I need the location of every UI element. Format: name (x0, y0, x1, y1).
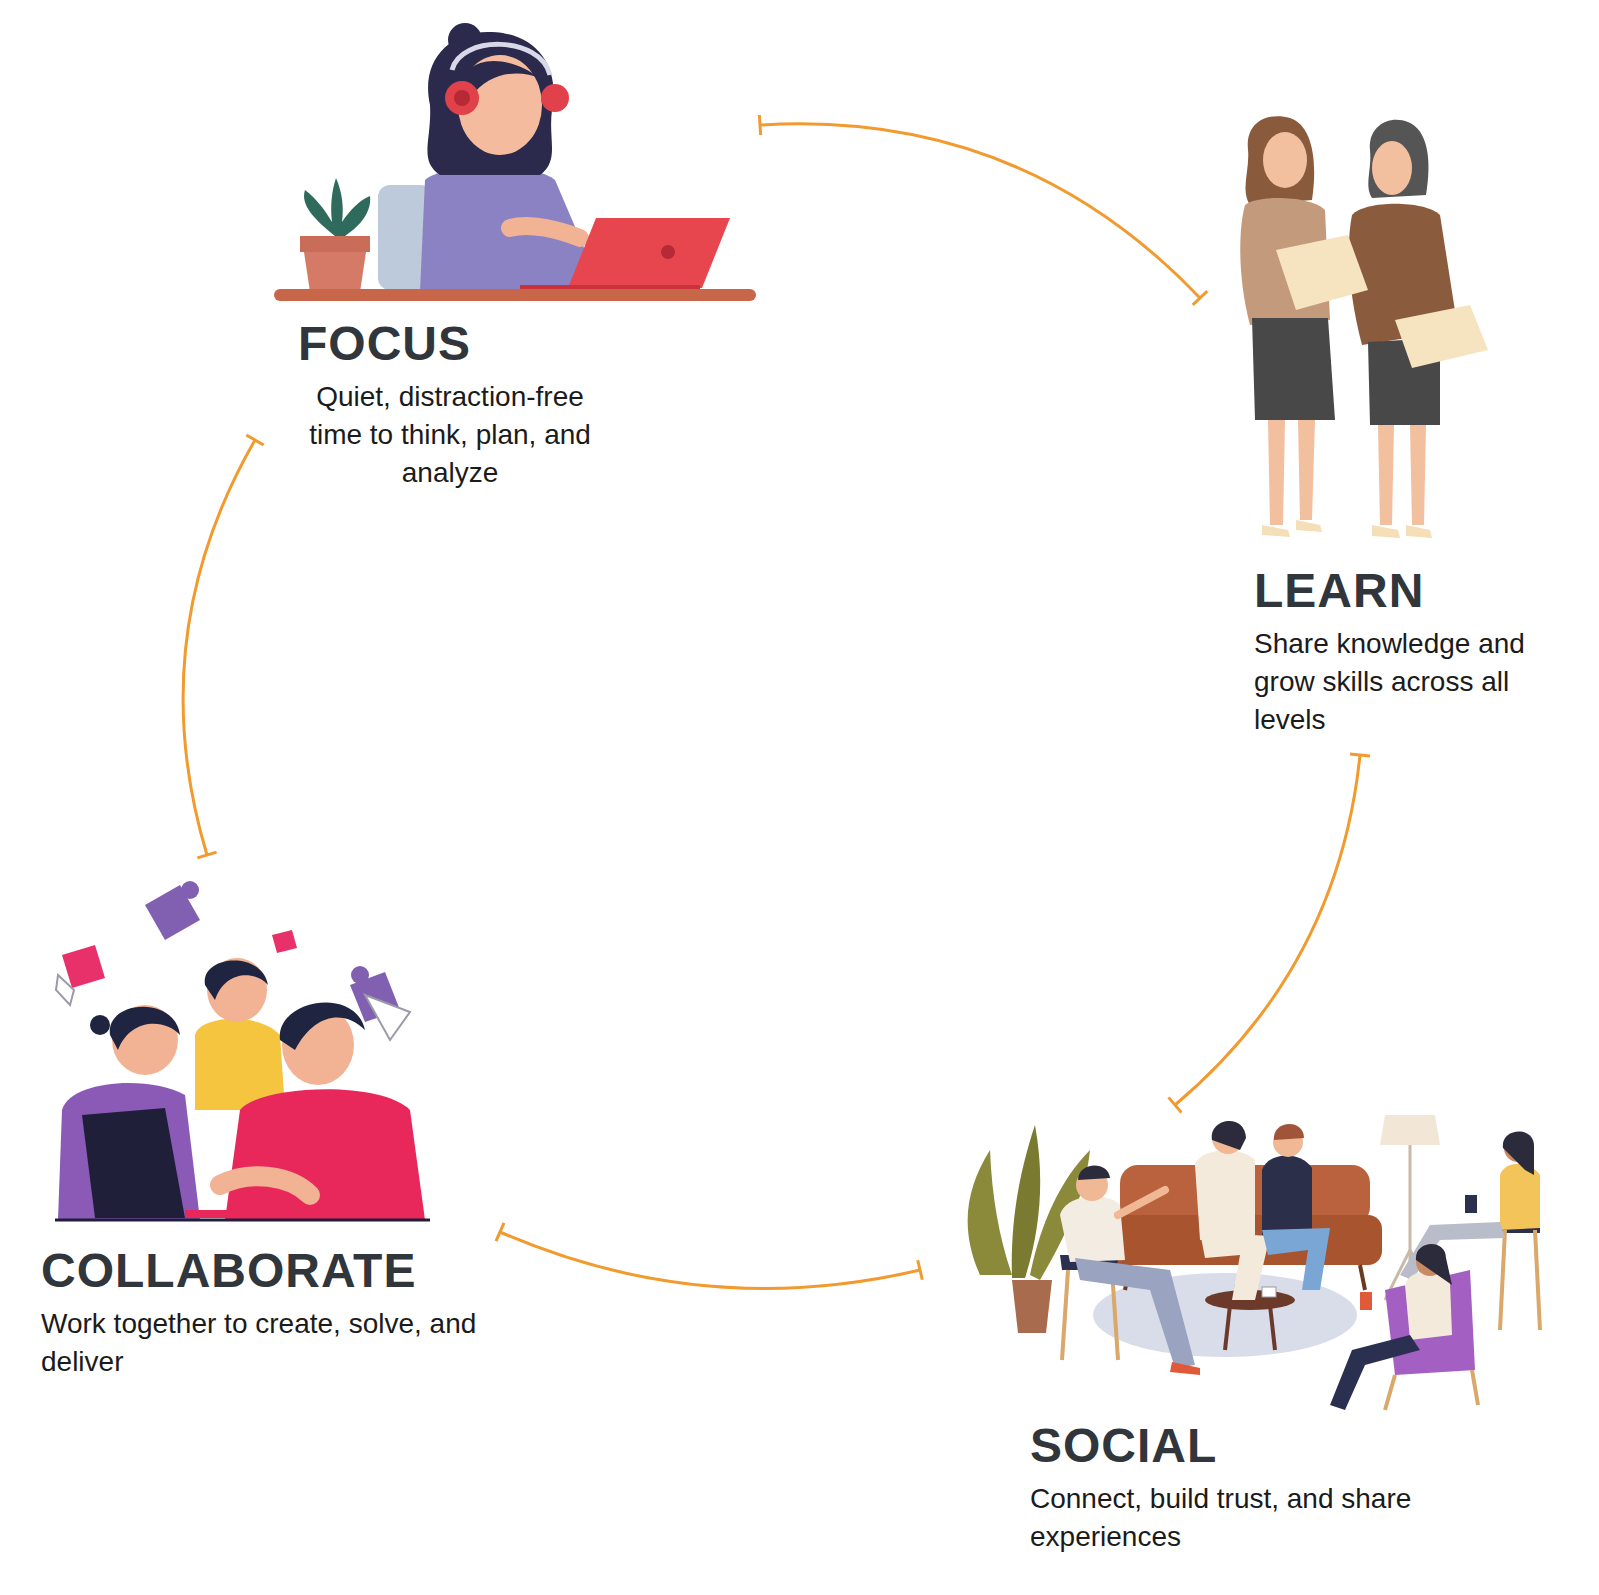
focus-illustration-part (454, 90, 470, 106)
collaborate-illustration-part (58, 1083, 200, 1220)
learn-illustration-part (1410, 425, 1426, 525)
social-illustration-part (1212, 1121, 1246, 1150)
learn-illustration-part (1378, 425, 1394, 525)
collaborate-illustration (55, 881, 430, 1220)
focus-illustration-part (510, 226, 580, 238)
learn-illustration-part (1406, 525, 1432, 538)
focus-illustration-part (445, 81, 479, 115)
collaborate-illustration-part (55, 1219, 430, 1222)
social-illustration-part (1062, 1270, 1068, 1360)
social-illustration-part (1012, 1280, 1052, 1333)
social-illustration-part (1170, 1362, 1200, 1375)
focus-illustration-part (427, 32, 553, 175)
learn-illustration-part (1245, 116, 1314, 205)
learn-illustration-part (1262, 525, 1290, 537)
social-illustration-part (1380, 1115, 1440, 1145)
collaborate-illustration-part (220, 1176, 310, 1195)
stage-title: SOCIAL (1030, 1420, 1570, 1472)
cycle-connector (183, 440, 255, 855)
stage-node: SOCIAL Connect, build trust, and share ex… (920, 1105, 1570, 1575)
collaborate-illustration-part (181, 881, 199, 899)
stage-description: Work together to create, solve, and deli… (41, 1305, 481, 1381)
social-illustration-part (1360, 1292, 1372, 1310)
stage-title: LEARN (1254, 565, 1545, 617)
collaborate-illustration-part (62, 945, 105, 988)
stage-node: FOCUS Quiet, distraction-free time to thi… (255, 20, 760, 504)
focus-illustration-part (274, 289, 756, 301)
learn-illustration-part (1372, 141, 1412, 195)
stage-node: LEARN Share knowledge and grow skills acr… (1200, 105, 1545, 755)
learn-illustration-part (1263, 132, 1307, 188)
collaborate-illustration-part (82, 1108, 185, 1218)
social-illustration-part (1405, 1272, 1452, 1340)
social-illustration-part (1416, 1244, 1452, 1285)
social-illustration-part (1195, 1150, 1255, 1240)
social-illustration-part (1270, 1305, 1275, 1350)
social-illustration (968, 1115, 1540, 1410)
collaborate-illustration-part (365, 995, 410, 1040)
stage-title: FOCUS (298, 318, 760, 370)
social-illustration-part (1535, 1230, 1540, 1330)
social-illustration-part (1060, 1196, 1125, 1262)
social-illustration-part (1262, 1155, 1312, 1235)
focus-illustration-part (661, 245, 675, 259)
focus-illustration-part (420, 167, 590, 292)
focus-illustration-part (304, 252, 366, 292)
social-illustration-part (1078, 1165, 1110, 1180)
collaborate-illustration-part (280, 1002, 365, 1050)
cycle-connector (1175, 755, 1360, 1105)
collaborate-illustration-part (205, 961, 268, 1000)
stage-node: COLLABORATE Work together to create, solv… (25, 855, 500, 1393)
social-illustration-part (1385, 1375, 1395, 1410)
collaborate-illustration-part (185, 1210, 245, 1218)
learn-illustration-part (1268, 420, 1285, 525)
collaborate-illustration-part (56, 975, 74, 1005)
collaborate-illustration-part (351, 966, 369, 984)
focus-illustration-part (541, 84, 569, 112)
focus-illustration-part (568, 218, 730, 288)
social-illustration-part (1262, 1287, 1276, 1297)
learn-illustration-part (1276, 235, 1368, 310)
learn-illustration-part (1296, 520, 1322, 532)
social-illustration-part (1400, 1222, 1505, 1280)
focus-illustration-part (452, 44, 550, 75)
focus-illustration-part (300, 236, 370, 252)
social-illustration-part (1075, 1258, 1195, 1368)
focus-illustration-part (304, 178, 370, 236)
stage-title: COLLABORATE (41, 1245, 500, 1297)
learn-illustration-part (1252, 318, 1335, 420)
stage-description: Share knowledge and grow skills across a… (1254, 625, 1544, 739)
social-illustration-part (1385, 1270, 1475, 1375)
social-illustration-part (1360, 1265, 1365, 1290)
social-illustration-part (1465, 1195, 1477, 1213)
learn-illustration-part (1372, 525, 1400, 538)
social-illustration-part (1500, 1230, 1505, 1330)
learn-illustration (1240, 116, 1488, 538)
stage-description: Quiet, distraction-free time to think, p… (300, 378, 600, 492)
stage-description: Connect, build trust, and share experien… (1030, 1480, 1450, 1556)
cycle-connector (760, 124, 1200, 298)
social-illustration-part (1503, 1132, 1534, 1175)
collaborate-illustration-part (110, 1007, 180, 1050)
collaborate-illustration-part (225, 1089, 425, 1220)
social-illustration-part (1200, 1232, 1270, 1300)
social-illustration-part (1274, 1124, 1304, 1140)
social-illustration-part (1330, 1335, 1420, 1410)
collaborate-illustration-part (90, 1015, 110, 1035)
focus-illustration (274, 23, 756, 301)
learn-illustration-part (1298, 420, 1315, 520)
learn-illustration-part (1368, 120, 1428, 198)
social-illustration-part (968, 1150, 1012, 1275)
social-illustration-part (1118, 1190, 1165, 1215)
social-illustration-part (1472, 1370, 1478, 1405)
learn-illustration-part (1395, 305, 1488, 368)
social-illustration-part (1225, 1305, 1230, 1350)
social-illustration-part (1012, 1125, 1040, 1278)
collaborate-illustration-part (272, 930, 297, 953)
social-illustration-part (1262, 1228, 1330, 1290)
cycle-connector (500, 1232, 920, 1288)
